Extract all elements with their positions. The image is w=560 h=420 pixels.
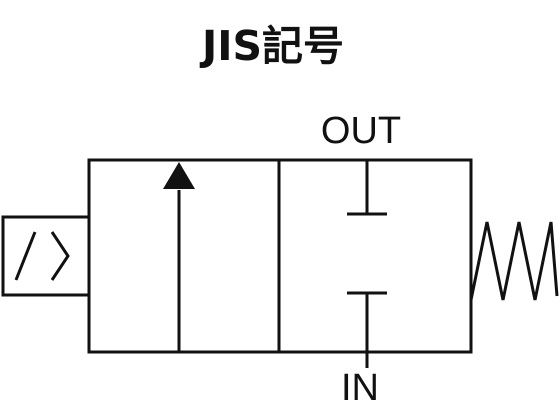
- solenoid-body: [1, 215, 91, 297]
- solenoid-chevron: [50, 231, 70, 281]
- valve-right-box: [277, 158, 473, 354]
- out-port-label: OUT: [321, 110, 401, 152]
- valve-body: [87, 158, 473, 354]
- solenoid-icon: [1, 215, 91, 297]
- spring-icon: [469, 221, 559, 301]
- flow-arrow-icon: [163, 162, 195, 352]
- blocked-port-icon: [347, 160, 387, 352]
- diagram-title: JIS記号: [199, 22, 344, 70]
- flow-arrow-head: [163, 162, 195, 189]
- in-port-label: IN: [341, 367, 379, 409]
- solenoid-slash-line: [14, 231, 37, 281]
